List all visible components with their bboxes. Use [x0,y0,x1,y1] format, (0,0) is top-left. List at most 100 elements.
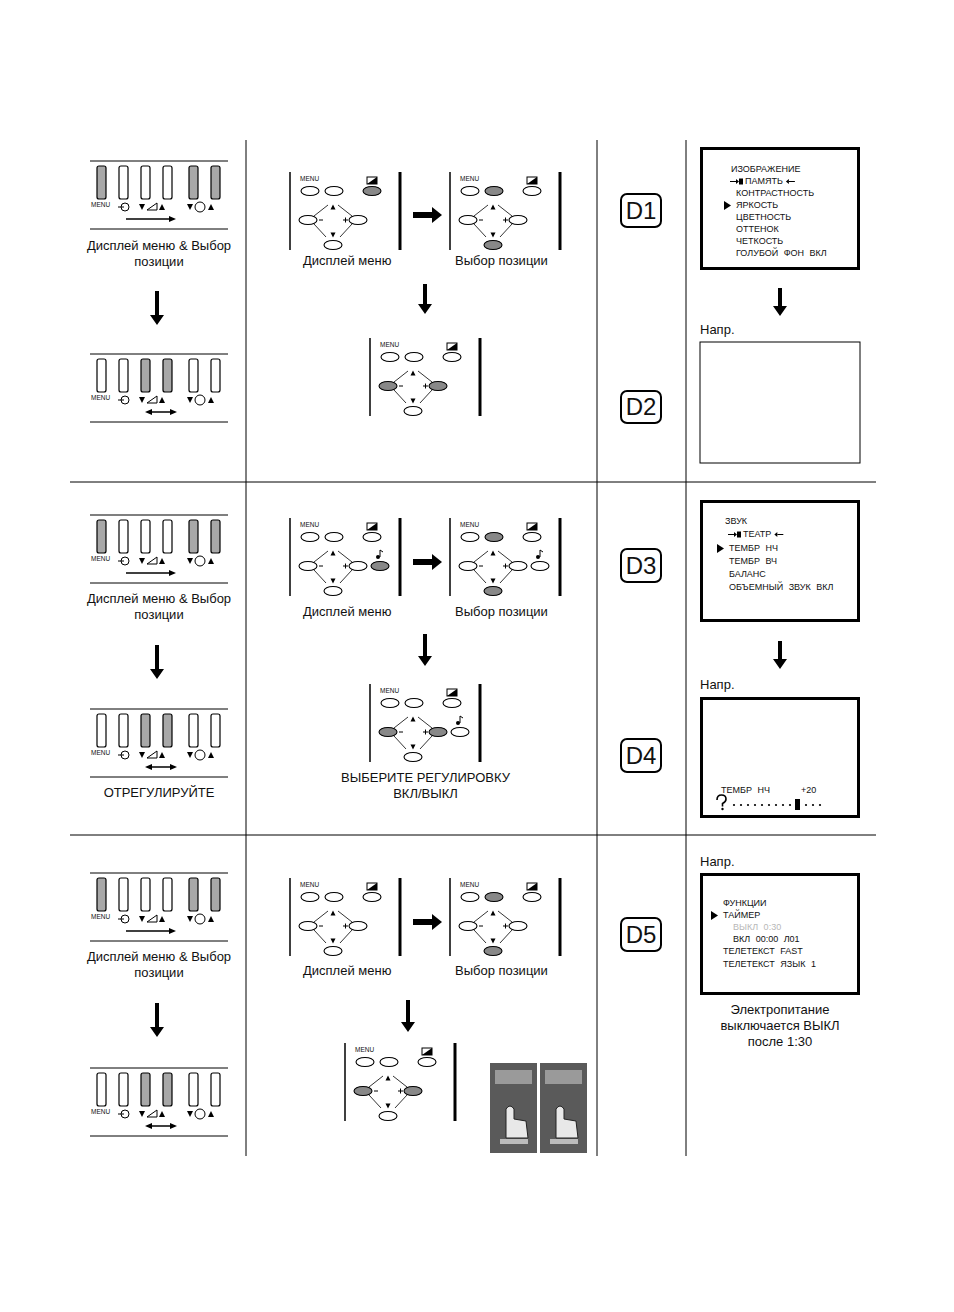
triangle-icon [208,752,214,758]
channel-icon [195,556,205,566]
flow-arrow [150,1003,164,1037]
front-button [119,1073,128,1106]
remote-button [484,587,502,596]
front-button [119,878,128,911]
triangle-icon [139,397,145,403]
caption-text: Напр. [700,322,735,338]
caption-text: Дисплей меню & Выбор позиции [82,238,236,270]
minus-sign [319,220,323,221]
step-badge: D3 [620,548,662,583]
diamond-line [340,930,352,943]
triangle-icon [331,939,336,944]
arrow-head [145,409,152,415]
triangle-icon [411,371,416,376]
panel-line [90,354,228,355]
minus-sign [479,566,483,567]
hand-photo [490,1063,537,1153]
arrow-head [170,1123,177,1129]
front-button [211,714,220,747]
flow-arrow [150,645,164,679]
triangle-icon [411,745,416,750]
remote-button [485,893,503,902]
front-button [97,714,106,747]
hand-photo [550,1139,578,1144]
remote-button [324,587,342,596]
remote-button [461,187,479,196]
front-button [189,714,198,747]
remote-button [418,1058,436,1067]
page-icon [739,179,743,185]
arrow-head [169,570,176,576]
tone-icon [721,808,723,810]
button-label: MENU [300,175,319,183]
remote-edge [449,172,451,250]
plus-sign [345,924,346,929]
picture-icon [422,1048,432,1055]
input-icon [118,919,124,920]
panel-line [90,1136,228,1137]
sound-icon [540,550,543,557]
remote-button [485,533,503,542]
remote-button [354,1087,372,1096]
menu-item: ТАЙМЕР [723,910,760,921]
picture-icon [367,523,377,530]
remote-edge [559,518,562,596]
picture-icon [367,883,377,890]
remote-button [379,1112,397,1121]
volume-icon [147,1110,157,1117]
remote-edge [369,684,371,762]
panel-line [90,709,228,710]
remote-button [299,216,317,225]
menu-item: ФУНКЦИИ [723,898,767,909]
remote-edge [449,518,451,596]
panel-line [90,229,228,230]
diamond-line [314,570,326,583]
triangle-icon [411,717,416,722]
menu-item: ТЕЛЕТЕКСТ FAST [723,946,803,957]
minus-sign [479,926,483,927]
remote-button [301,893,319,902]
plus-sign [345,564,346,569]
remote-button [349,216,367,225]
level-dot [775,804,777,806]
remote-button [461,533,479,542]
diamond-line [393,1076,407,1087]
hand-photo [556,1106,578,1138]
caption-text: Выбор позиции [455,963,548,979]
diamond-line [420,736,432,749]
channel-icon [195,1109,205,1119]
page-arrow [777,534,783,535]
front-button [119,520,128,553]
picture-icon [527,523,537,530]
front-button [119,359,128,392]
panel-line [90,422,228,423]
remote-edge [344,1043,346,1121]
triangle-icon [491,205,496,210]
panel-line [90,515,228,516]
triangle-icon [386,1104,391,1109]
triangle-icon [331,579,336,584]
volume-icon [147,915,157,922]
minus-sign [399,386,403,387]
front-button [119,166,128,199]
minus-sign [399,732,403,733]
input-icon [118,400,124,401]
volume-icon [147,751,157,758]
remote-button [404,407,422,416]
caption-text: Дисплей меню [303,253,391,269]
button-label: MENU [460,521,479,529]
page-arrow [730,181,736,182]
channel-icon [195,395,205,405]
flow-arrow [418,634,432,666]
picture-icon [447,343,457,350]
tone-icon [717,795,726,807]
front-button [141,520,150,553]
triangle-icon [187,752,193,758]
level-dot [789,804,791,806]
menu-item: ТЕАТР [743,529,771,540]
button-label: MENU [91,913,110,921]
row-rule [70,835,876,836]
front-button [211,878,220,911]
picture-icon [447,689,457,696]
triangle-icon [208,397,214,403]
